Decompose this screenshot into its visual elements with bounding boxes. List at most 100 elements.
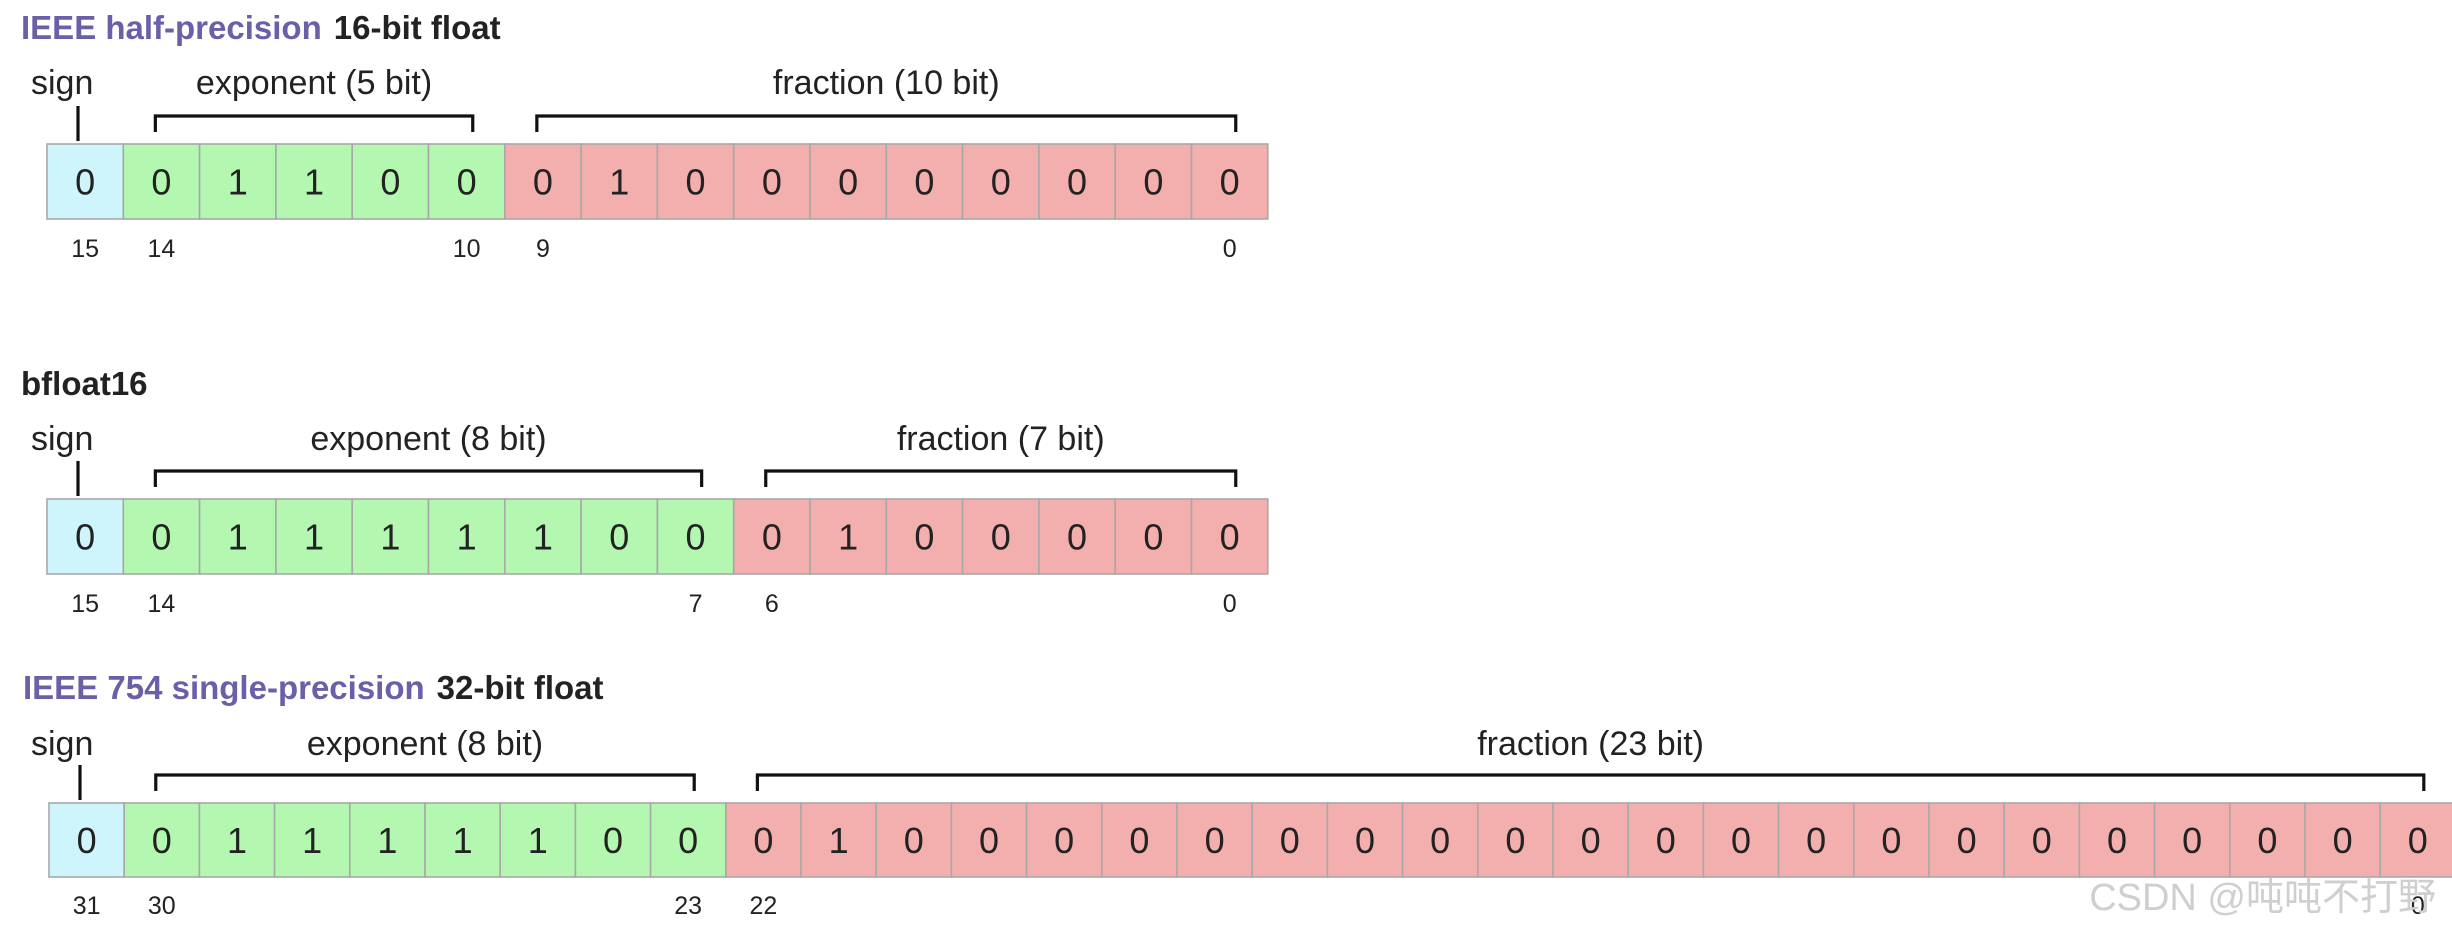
bit-value: 0	[979, 820, 999, 861]
bit-value: 1	[528, 820, 548, 861]
fraction-bit-cell	[950, 802, 1028, 878]
exponent-label: exponent (8 bit)	[310, 420, 546, 458]
fraction-bit-cell	[732, 143, 811, 220]
exponent-bit-cell	[351, 143, 430, 220]
exponent-bit-cell	[198, 498, 277, 575]
bit-value: 1	[457, 517, 477, 558]
bit-value: 1	[829, 820, 849, 861]
fraction-bit-cell	[1176, 802, 1253, 878]
format-title-accent: IEEE 754 single-precision	[23, 669, 425, 706]
fraction-bit-cell	[724, 802, 802, 878]
sign-bit-cell	[46, 143, 125, 220]
bit-brackets	[76, 106, 1238, 141]
bit-brackets	[78, 765, 2426, 800]
bit-value: 0	[603, 820, 623, 861]
bit-value: 0	[1957, 820, 1977, 861]
bit-value: 0	[380, 162, 400, 203]
bit-value: 0	[151, 162, 171, 203]
bit-value: 0	[686, 162, 706, 203]
exponent-bit-cell	[122, 498, 201, 575]
bit-value: 0	[2032, 820, 2052, 861]
bit-value: 0	[1505, 820, 1525, 861]
bit-value: 0	[1220, 517, 1240, 558]
bit-value: 0	[1581, 820, 1601, 861]
exponent-bit-cell	[198, 802, 276, 878]
format-title: bfloat16	[21, 365, 148, 402]
exponent-bit-cell	[427, 143, 506, 220]
fraction-bit-cell	[2078, 802, 2156, 878]
bit-value: 0	[152, 820, 172, 861]
bit-value: 0	[2408, 820, 2428, 861]
bit-value: 1	[453, 820, 473, 861]
bit-value: 0	[533, 162, 553, 203]
bit-value: 0	[609, 517, 629, 558]
fraction-bit-cell	[809, 498, 888, 575]
exponent-bracket	[154, 773, 696, 791]
exponent-bit-cell	[122, 143, 201, 220]
exponent-bit-cell	[574, 802, 652, 878]
exponent-bit-cell	[424, 802, 501, 878]
bit-value: 0	[762, 162, 782, 203]
bit-value: 0	[457, 162, 477, 203]
fraction-label: fraction (10 bit)	[773, 64, 1000, 102]
bit-value: 1	[227, 820, 247, 861]
bit-index: 0	[1223, 235, 1237, 263]
bit-value: 0	[1220, 162, 1240, 203]
bit-index: 7	[689, 590, 703, 618]
fraction-bit-cell	[1777, 802, 1855, 878]
fraction-bit-cell	[2003, 802, 2081, 878]
bit-index: 30	[148, 892, 176, 920]
exponent-bit-cell	[275, 498, 353, 575]
bit-value: 0	[1143, 162, 1163, 203]
bit-value: 1	[304, 517, 324, 558]
exponent-bit-cell	[499, 802, 577, 878]
bit-value: 0	[991, 517, 1011, 558]
bit-value: 0	[1430, 820, 1450, 861]
fraction-label: fraction (23 bit)	[1477, 725, 1704, 763]
bit-value: 0	[2182, 820, 2202, 861]
exponent-bit-cell	[351, 498, 430, 575]
fraction-bit-cell	[961, 498, 1040, 575]
bit-index: 6	[765, 590, 779, 618]
bit-value: 1	[304, 162, 324, 203]
bit-value: 0	[2333, 820, 2353, 861]
bit-index: 0	[1223, 590, 1237, 618]
bit-value: 0	[1806, 820, 1826, 861]
sign-label: sign	[31, 420, 93, 458]
bit-value: 0	[1280, 820, 1300, 861]
fraction-bit-cell	[1038, 143, 1117, 220]
bit-value: 0	[1143, 517, 1163, 558]
bit-value: 0	[2257, 820, 2277, 861]
bit-index: 15	[71, 235, 99, 263]
exponent-bit-cell	[649, 802, 727, 878]
exponent-label: exponent (8 bit)	[307, 725, 543, 763]
fraction-bit-cell	[885, 498, 964, 575]
bit-value: 0	[914, 517, 934, 558]
bit-value: 0	[762, 517, 782, 558]
fraction-bit-cell	[885, 143, 964, 220]
bit-value: 0	[2107, 820, 2127, 861]
bit-value: 0	[1054, 820, 1074, 861]
sign-label: sign	[31, 725, 93, 763]
bit-value: 0	[914, 162, 934, 203]
bit-value: 1	[228, 162, 248, 203]
bit-value: 1	[533, 517, 553, 558]
bit-value: 0	[77, 820, 97, 861]
fraction-bit-cell	[1853, 802, 1930, 878]
format-title-accent: IEEE half-precision	[21, 9, 322, 46]
fraction-bit-cell	[1477, 802, 1554, 878]
bit-index: 9	[536, 235, 550, 263]
fraction-bit-cell	[1928, 802, 2005, 878]
bit-value: 1	[380, 517, 400, 558]
exponent-bit-cell	[198, 143, 277, 220]
bit-value: 0	[1355, 820, 1375, 861]
bit-value: 1	[377, 820, 397, 861]
